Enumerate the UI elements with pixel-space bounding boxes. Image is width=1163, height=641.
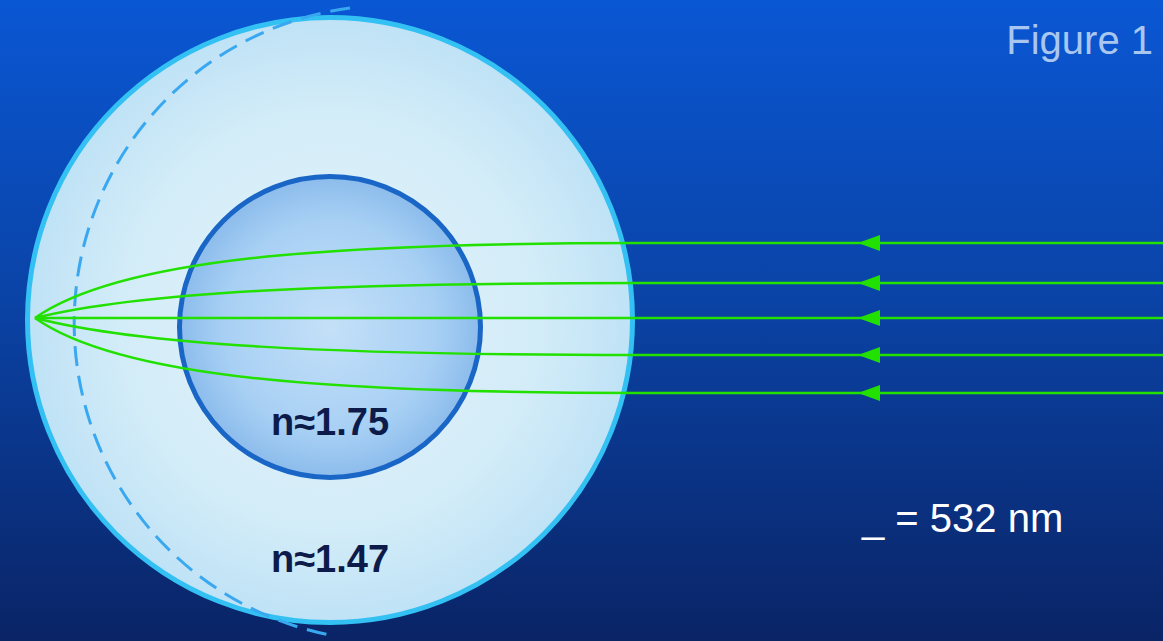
wavelength-label: _ = 532 nm (862, 496, 1063, 540)
refractive-index: n≈1.75 (177, 402, 483, 444)
cladding-circle: n≈1.47 n≈1.75 (25, 15, 635, 625)
core-circle: n≈1.75 (177, 174, 483, 480)
figure-title: Figure 1 (1006, 18, 1153, 62)
refractive-index: n≈1.47 (25, 539, 635, 581)
ray-arrowheads (858, 235, 880, 401)
